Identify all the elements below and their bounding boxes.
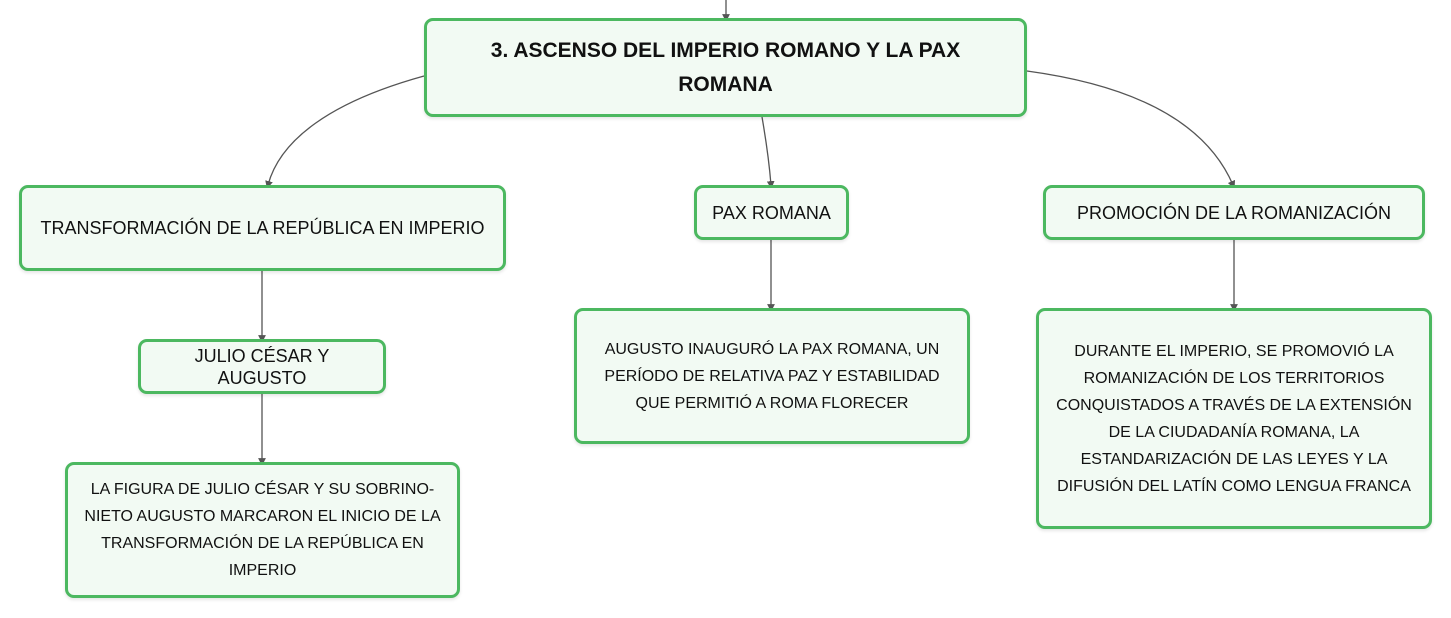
connector-root-pax — [761, 116, 775, 189]
detail-promocion-romanizacion[interactable]: DURANTE EL IMPERIO, SE PROMOVIÓ LA ROMAN… — [1036, 308, 1432, 529]
topic-promocion-romanizacion[interactable]: PROMOCIÓN DE LA ROMANIZACIÓN — [1043, 185, 1425, 240]
root-topic-node[interactable]: 3. ASCENSO DEL IMPERIO ROMANO Y LA PAX R… — [424, 18, 1027, 117]
topic-promocion-romanizacion-label: PROMOCIÓN DE LA ROMANIZACIÓN — [1076, 202, 1392, 223]
topic-transformacion[interactable]: TRANSFORMACIÓN DE LA REPÚBLICA EN IMPERI… — [19, 185, 506, 271]
subtopic-julio-cesar-augusto-label: JULIO CÉSAR Y AUGUSTO — [194, 345, 330, 388]
root-topic-title: 3. ASCENSO DEL IMPERIO ROMANO Y LA PAX R… — [490, 38, 961, 96]
topic-pax-romana[interactable]: PAX ROMANA — [694, 185, 849, 240]
detail-pax-romana-text: AUGUSTO INAUGURÓ LA PAX ROMANA, UN PERÍO… — [604, 340, 940, 412]
detail-pax-romana[interactable]: AUGUSTO INAUGURÓ LA PAX ROMANA, UN PERÍO… — [574, 308, 970, 444]
detail-julio-cesar-augusto[interactable]: LA FIGURA DE JULIO CÉSAR Y SU SOBRINO-NI… — [65, 462, 460, 598]
connector-root-promocion — [1026, 70, 1236, 189]
detail-julio-cesar-augusto-text: LA FIGURA DE JULIO CÉSAR Y SU SOBRINO-NI… — [84, 481, 441, 579]
connector-root-transformacion — [265, 75, 425, 189]
detail-promocion-romanizacion-text: DURANTE EL IMPERIO, SE PROMOVIÓ LA ROMAN… — [1056, 342, 1412, 495]
topic-transformacion-label: TRANSFORMACIÓN DE LA REPÚBLICA EN IMPERI… — [40, 218, 485, 238]
topic-pax-romana-label: PAX ROMANA — [712, 202, 831, 223]
subtopic-julio-cesar-augusto[interactable]: JULIO CÉSAR Y AUGUSTO — [138, 339, 386, 394]
